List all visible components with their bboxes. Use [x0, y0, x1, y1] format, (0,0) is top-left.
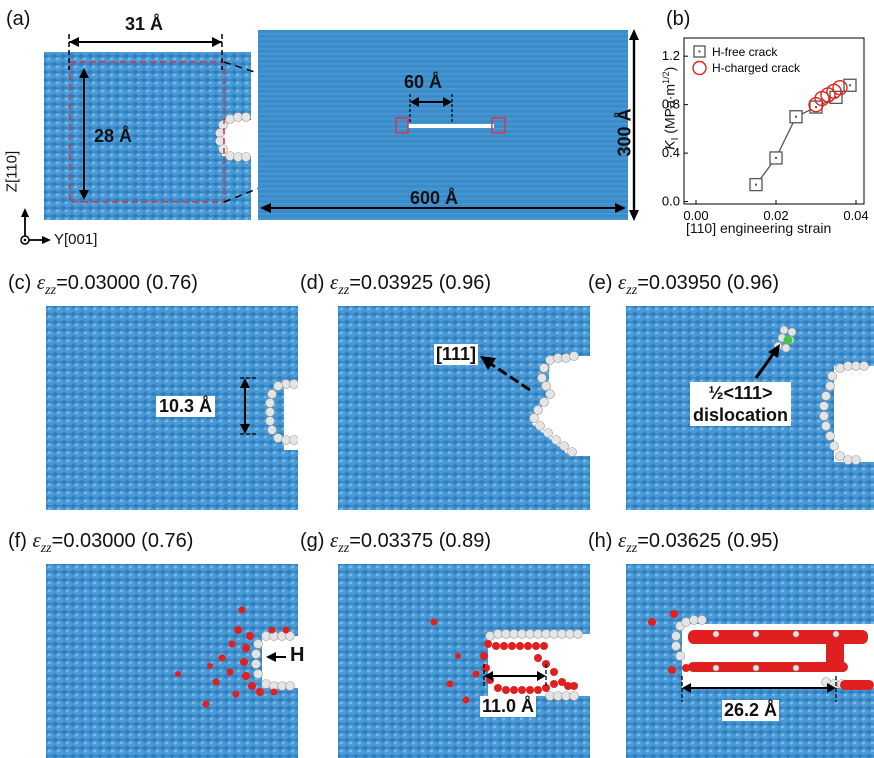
crack-tip-atoms — [215, 112, 252, 162]
panel-h-caption: (h) εzz=0.03625 (0.95) — [588, 528, 779, 556]
dislocation-label: ½<111> dislocation — [690, 382, 792, 426]
panel-f-snapshot — [46, 564, 298, 758]
x-tick-label: 0.04 — [843, 208, 868, 223]
panel-g-snapshot — [338, 564, 590, 758]
panel-a-label: (a) — [6, 8, 31, 30]
panel-d-snapshot — [338, 306, 590, 510]
legend-hfree-dot — [698, 50, 701, 53]
crack-growth-26-2: 26.2 Å — [722, 700, 780, 721]
x-tick-label: 0.00 — [683, 208, 708, 223]
hfree-point-dot — [775, 156, 777, 159]
width-31-label: 31 Å — [125, 14, 164, 34]
chart-frame — [683, 37, 865, 205]
panel-a-figure — [20, 29, 639, 245]
legend-hcharged-marker — [692, 60, 707, 76]
hydrogen-label: H — [290, 644, 305, 666]
panel-b-label: (b) — [666, 8, 691, 30]
kI-chart: 0.00 0.02 0.04 0.0 0.4 0.8 1.2 H-free crackH-ch… — [662, 37, 869, 223]
panel-f-caption: (f) εzz=0.03000 (0.76) — [8, 528, 194, 556]
hcharged-point — [832, 79, 848, 96]
hfree-point-dot — [815, 106, 817, 109]
axis-y-label: Y[001] — [54, 231, 98, 248]
chart-xlabel: [110] engineering strain — [686, 220, 832, 236]
panel-c-caption: (c) εzz=0.03000 (0.76) — [8, 270, 198, 298]
hcharged-point — [808, 96, 824, 113]
direction-111-label: [111] — [434, 344, 479, 365]
panel-h-snapshot — [626, 564, 874, 758]
crack-60-label: 60 Å — [404, 72, 443, 92]
legend-hfree-label: H-free crack — [712, 45, 778, 59]
y-tick-label: 0.4 — [662, 145, 680, 160]
crack-opening-10-3: 10.3 Å — [156, 396, 216, 417]
panel-e-caption: (e) εzz=0.03950 (0.96) — [588, 270, 779, 298]
legend-hcharged-label: H-charged crack — [712, 61, 801, 75]
panel-d-caption: (d) εzz=0.03925 (0.96) — [300, 270, 491, 298]
red-dashed-box — [69, 61, 225, 203]
panel-g-caption: (g) εzz=0.03375 (0.89) — [300, 528, 491, 556]
chart-ylabel: KI (MPa·m1/2) — [660, 66, 682, 150]
panel-c-snapshot — [46, 306, 298, 510]
hfree-point-dot — [849, 84, 851, 87]
crack-growth-11-0: 11.0 Å — [480, 696, 537, 717]
hfree-point-dot — [755, 183, 757, 186]
axis-z-label: Z[110] — [3, 150, 21, 193]
box-300-label: 300 Å — [614, 108, 635, 157]
y-tick-label: 0.8 — [662, 97, 680, 112]
height-28-label: 28 Å — [94, 126, 133, 146]
x-tick-label: 0.02 — [763, 208, 788, 223]
y-tick-label: 0.0 — [662, 194, 680, 209]
y-tick-label: 1.2 — [662, 48, 680, 63]
box-600-label: 600 Å — [410, 188, 459, 208]
hfree-point-dot — [795, 115, 797, 118]
